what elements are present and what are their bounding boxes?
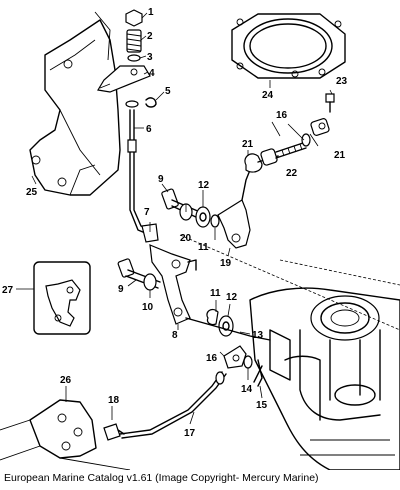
callout-26: 26 — [60, 375, 72, 386]
callout-12-lower: 12 — [226, 292, 238, 303]
callout-1: 1 — [148, 7, 154, 18]
callout-25: 25 — [26, 187, 38, 198]
callout-16-upper: 16 — [276, 110, 288, 121]
callout-9-upper: 9 — [158, 174, 164, 185]
callout-10: 10 — [142, 302, 154, 313]
callout-21-right: 21 — [334, 150, 346, 161]
callout-2: 2 — [147, 31, 153, 42]
callout-23: 23 — [336, 76, 348, 87]
callout-4: 4 — [149, 68, 155, 79]
linkage-rod — [244, 93, 335, 173]
callout-3: 3 — [147, 52, 153, 63]
callout-labels: 1 2 3 4 5 6 7 8 9 9 10 11 11 12 12 13 14… — [2, 7, 348, 439]
callout-27: 27 — [2, 285, 14, 296]
callout-13: 13 — [252, 330, 264, 341]
callout-16-lower: 16 — [206, 353, 218, 364]
callout-17: 17 — [184, 428, 196, 439]
engine-block — [179, 234, 400, 470]
mounting-bracket — [29, 11, 121, 196]
shift-lever-plate — [217, 169, 251, 249]
callout-7: 7 — [144, 207, 150, 218]
callout-19: 19 — [220, 258, 232, 269]
callout-12-upper: 12 — [198, 180, 210, 191]
connector-line — [185, 317, 271, 341]
copyright-caption: European Marine Catalog v1.61 (Image Cop… — [4, 472, 319, 484]
leader-lines — [16, 12, 333, 425]
callout-6: 6 — [146, 124, 152, 135]
shift-cable — [119, 371, 227, 439]
callout-5: 5 — [165, 86, 171, 97]
callout-14: 14 — [241, 384, 253, 395]
callout-24: 24 — [262, 90, 274, 101]
inset-detail-box — [33, 261, 91, 335]
callout-20: 20 — [180, 233, 192, 244]
rod-clip — [141, 223, 159, 243]
lower-washers — [206, 308, 234, 337]
upper-bolt-assembly — [161, 188, 220, 228]
callout-8: 8 — [172, 330, 178, 341]
callout-15: 15 — [256, 400, 268, 411]
cable-end-fittings — [223, 345, 263, 387]
callout-18: 18 — [108, 395, 120, 406]
callout-11-lower: 11 — [210, 288, 221, 299]
diagram-svg: 1 2 3 4 5 6 7 8 9 9 10 11 11 12 12 13 14… — [0, 7, 400, 470]
callout-9-lower: 9 — [118, 284, 124, 295]
base-mount — [0, 399, 131, 470]
gasket-ring — [231, 13, 346, 79]
pivot-stack — [97, 9, 157, 108]
lower-shift-lever — [117, 244, 197, 325]
callout-21-left: 21 — [242, 139, 254, 150]
callout-22: 22 — [286, 168, 298, 179]
callout-11-upper: 11 — [198, 242, 209, 253]
